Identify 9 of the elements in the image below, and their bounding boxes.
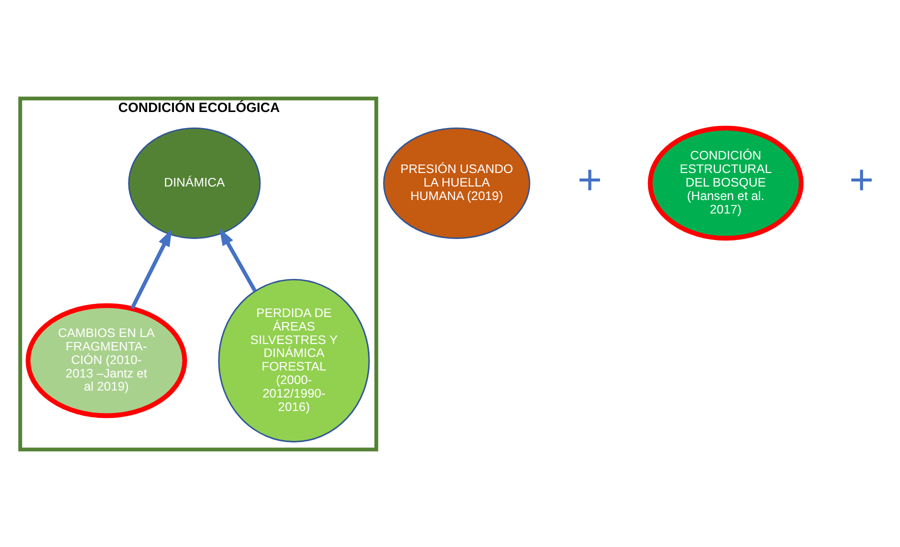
node-ellipse: CAMBIOS EN LA FRAGMENTA- CIÓN (2010- 2013 –Jantz et al 2019) [26, 302, 188, 418]
node-circle: PERDIDA DE ÁREAS SILVESTRES Y DINÁMICA FORESTAL (2000- 2012/1990- 2016) [218, 278, 370, 442]
node-ellipse: DINÁMICA [128, 126, 261, 238]
node-ellipse: CONDICIÓN ESTRUCTURAL DEL BOSQUE (Hansen et al. 2017) [648, 125, 804, 240]
node-ellipse: PRESIÓN USANDO LA HUELLA HUMANA (2019) [383, 126, 530, 238]
arrow [219, 228, 257, 292]
label: + [849, 155, 874, 202]
label: + [577, 155, 602, 202]
arrow [130, 228, 172, 309]
